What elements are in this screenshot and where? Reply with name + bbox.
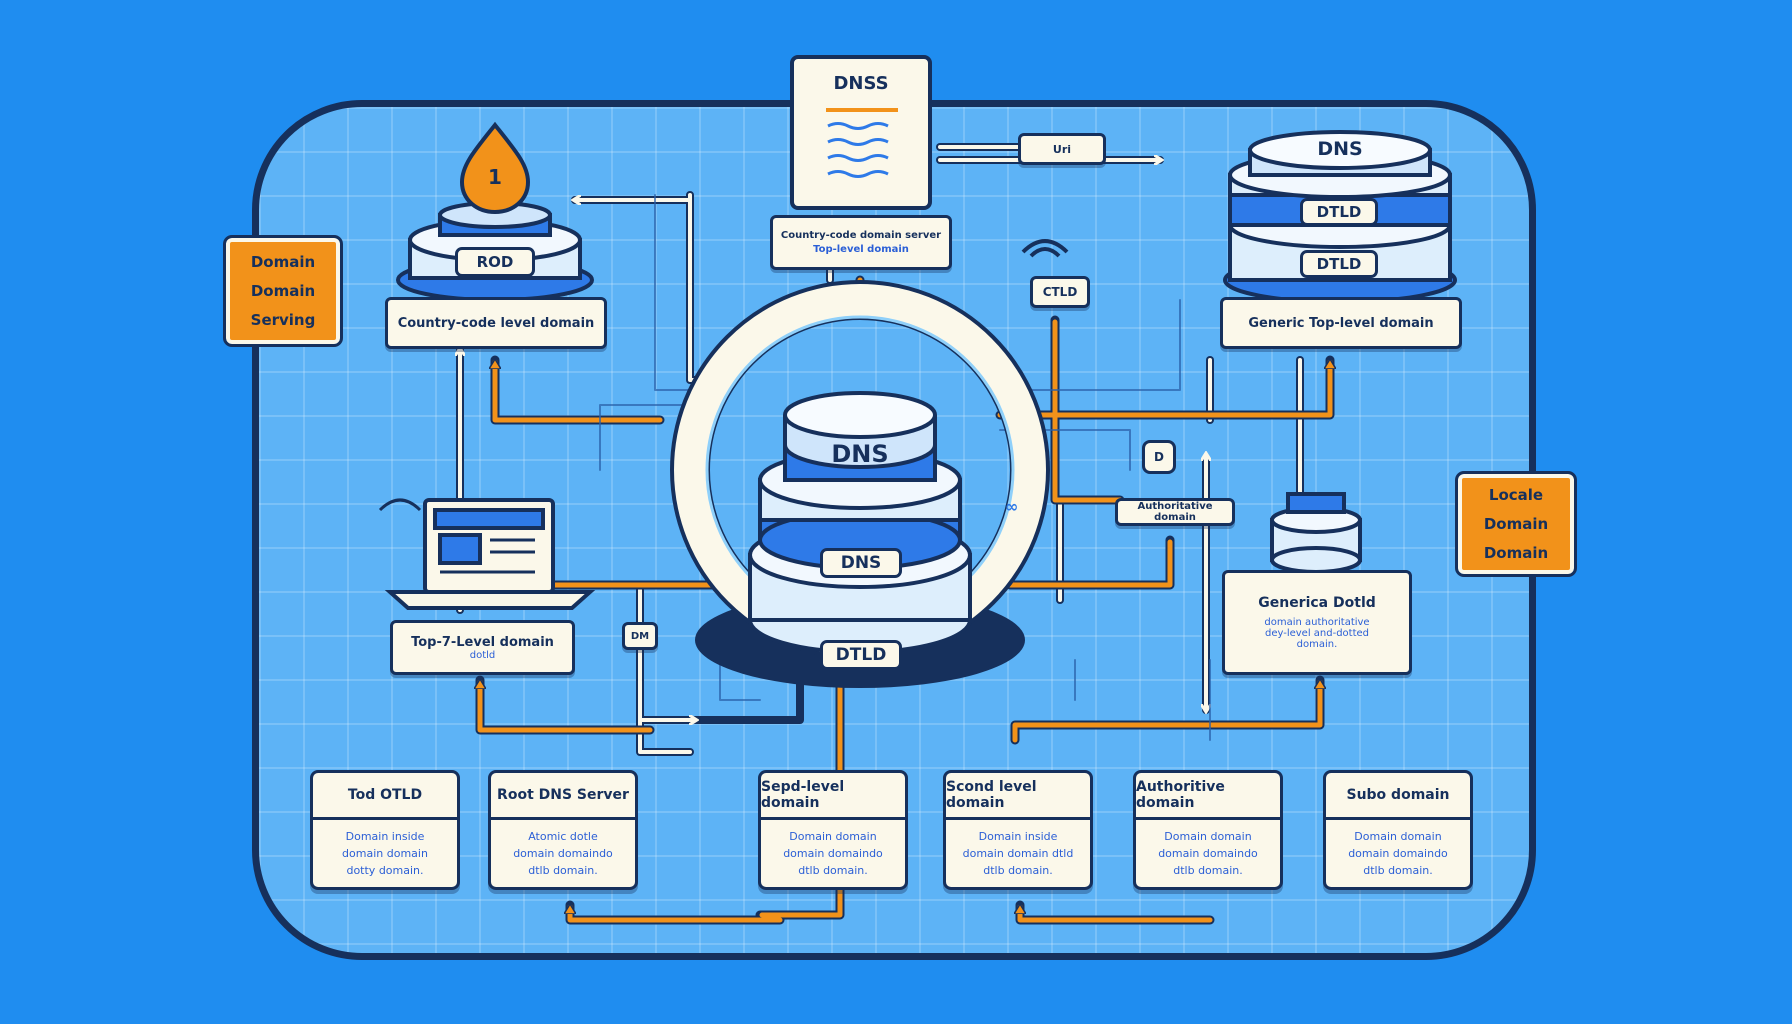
card-line: domain domaindo [1158, 847, 1258, 860]
card-line: Domain domain [1164, 830, 1252, 843]
card-body: Domain domain domain domaindo dtlb domai… [1326, 820, 1470, 887]
card-title: Scond level domain [946, 773, 1090, 820]
card-title: Authoritive domain [1136, 773, 1280, 820]
card-line: Atomic dotle [528, 830, 598, 843]
card-sepd-level-domain: Sepd-level domain Domain domain domain d… [758, 770, 908, 890]
generic-box-body-3: domain. [1296, 639, 1338, 650]
top-document: DNSS [790, 55, 932, 210]
generic-box: Generica Dotld domain authoritative dey-… [1222, 570, 1412, 675]
card-root-dns-server: Root DNS Server Atomic dotle domain doma… [488, 770, 638, 890]
center-mid-label: DNS [820, 548, 902, 578]
card-line: Domain domain [1354, 830, 1442, 843]
gtld-tag-2: DTLD [1300, 250, 1378, 278]
orange-right-line-2: Domain [1483, 514, 1549, 533]
card-line: dtlb domain. [983, 864, 1053, 877]
orange-right-panel: Locale Domain Domain [1455, 471, 1577, 577]
top-caption-line1: Country-code domain server [780, 229, 942, 241]
orange-left-panel: Domain Domain Serving [223, 235, 343, 347]
card-line: Domain inside [345, 830, 425, 843]
laptop-caption: Top-7-Level domain dotld [390, 620, 575, 675]
top-document-caption: Country-code domain server Top-level dom… [770, 215, 952, 270]
orange-right-line-1: Locale [1488, 485, 1544, 504]
laptop-caption-sub: dotld [469, 649, 496, 661]
card-scond-level-domain: Scond level domain Domain inside domain … [943, 770, 1093, 890]
card-title: Root DNS Server [491, 773, 635, 820]
card-tod-otld: Tod OTLD Domain inside domain domain dot… [310, 770, 460, 890]
card-line: Domain domain [789, 830, 877, 843]
card-title: Subo domain [1326, 773, 1470, 820]
card-line: domain domaindo [783, 847, 883, 860]
card-line: dtlb domain. [1173, 864, 1243, 877]
gtld-title: DNS [1317, 138, 1363, 160]
card-body: Domain inside domain domain dotty domain… [313, 820, 457, 887]
dm-tag: DM [622, 622, 658, 650]
orange-left-line-3: Serving [250, 310, 316, 329]
drop-number: 1 [488, 165, 502, 189]
card-line: domain domaindo [513, 847, 613, 860]
top-caption-line2: Top-level domain [813, 243, 909, 255]
svg-text:∞: ∞ [1005, 497, 1018, 516]
root-tag: ROD [455, 247, 535, 277]
top-document-title: DNSS [833, 73, 889, 94]
card-line: dtlb domain. [1363, 864, 1433, 877]
center-top-label: DNS [831, 440, 889, 468]
orange-left-line-2: Domain [250, 281, 316, 300]
card-line: domain domaindo [1348, 847, 1448, 860]
document-lines-icon [826, 108, 898, 178]
d-tag: D [1142, 440, 1176, 474]
orange-left-line-1: Domain [250, 252, 316, 271]
card-title: Sepd-level domain [761, 773, 905, 820]
generic-box-body-2: dey-level and-dotted [1264, 628, 1370, 639]
card-line: dtlb domain. [528, 864, 598, 877]
orange-right-line-3: Domain [1483, 543, 1549, 562]
card-body: Domain domain domain domaindo dtlb domai… [1136, 820, 1280, 887]
card-line: dotty domain. [346, 864, 424, 877]
ctld-tag: CTLD [1030, 276, 1090, 308]
wifi-icon [1021, 239, 1069, 258]
card-body: Atomic dotle domain domaindo dtlb domain… [491, 820, 635, 887]
card-body: Domain inside domain domain dtld dtlb do… [946, 820, 1090, 887]
root-caption: Country-code level domain [385, 297, 607, 349]
card-authoritive-domain: Authoritive domain Domain domain domain … [1133, 770, 1283, 890]
laptop-caption-title: Top-7-Level domain [411, 634, 554, 650]
card-line: domain domain dtld [962, 847, 1074, 860]
uri-tag: Uri [1018, 133, 1106, 165]
center-bottom-label: DTLD [820, 640, 902, 670]
card-subo-domain: Subo domain Domain domain domain domaind… [1323, 770, 1473, 890]
card-body: Domain domain domain domaindo dtlb domai… [761, 820, 905, 887]
generic-box-title: Generica Dotld [1258, 595, 1376, 611]
gtld-tag-1: DTLD [1300, 198, 1378, 226]
card-line: domain domain [342, 847, 428, 860]
generic-box-body-1: domain authoritative [1264, 617, 1370, 628]
card-title: Tod OTLD [313, 773, 457, 820]
gtld-caption: Generic Top-level domain [1220, 297, 1462, 349]
authoritative-tag: Authoritative domain [1115, 498, 1235, 526]
card-line: dtlb domain. [798, 864, 868, 877]
card-line: Domain inside [978, 830, 1058, 843]
